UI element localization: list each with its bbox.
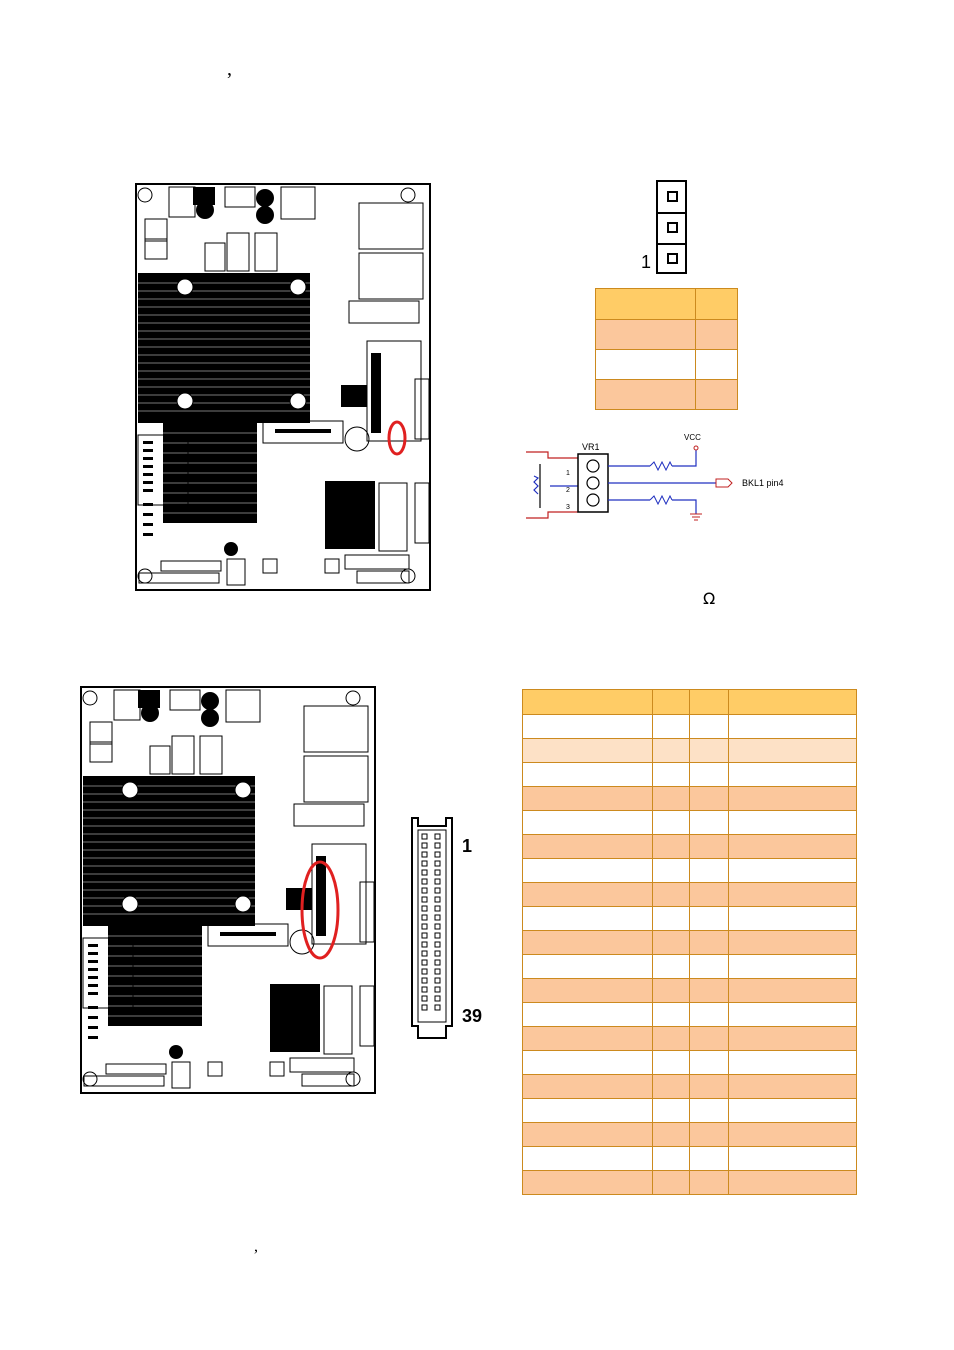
bottom-comma: , <box>254 1238 258 1255</box>
lvds-pin-table <box>522 689 857 1195</box>
connector-pin-39-label: 39 <box>462 1006 483 1026</box>
motherboard-diagram-1 <box>135 183 431 591</box>
vr1-jumper-block <box>656 180 687 274</box>
vr1-label: VR1 <box>582 442 600 452</box>
vr1-pin-table <box>595 288 738 410</box>
jumper-pin-1 <box>667 253 678 264</box>
lvds-highlight <box>300 860 340 960</box>
jumper-pin-2 <box>667 222 678 233</box>
schematic-pin-3: 3 <box>566 504 570 511</box>
omega-symbol: Ω <box>703 589 716 608</box>
top-comma: , <box>227 58 232 80</box>
bkl-pin4-label: BKL1 pin4 <box>742 478 784 488</box>
heatsink-icon <box>138 273 310 423</box>
jumper-pin-3 <box>667 191 678 202</box>
jumper-pin1-label: 1 <box>641 252 652 272</box>
vcc-label: VCC <box>684 433 701 442</box>
vr1-schematic: VR1 1 2 3 VCC BKL1 pin4 <box>526 433 784 521</box>
vr1-highlight <box>387 420 407 456</box>
schematic-pin-2: 2 <box>566 487 570 494</box>
motherboard-diagram-2 <box>80 686 376 1094</box>
connector-pin-1-label: 1 <box>462 836 473 856</box>
lvds-connector-drawing <box>411 817 453 1039</box>
schematic-pin-1: 1 <box>566 470 570 477</box>
